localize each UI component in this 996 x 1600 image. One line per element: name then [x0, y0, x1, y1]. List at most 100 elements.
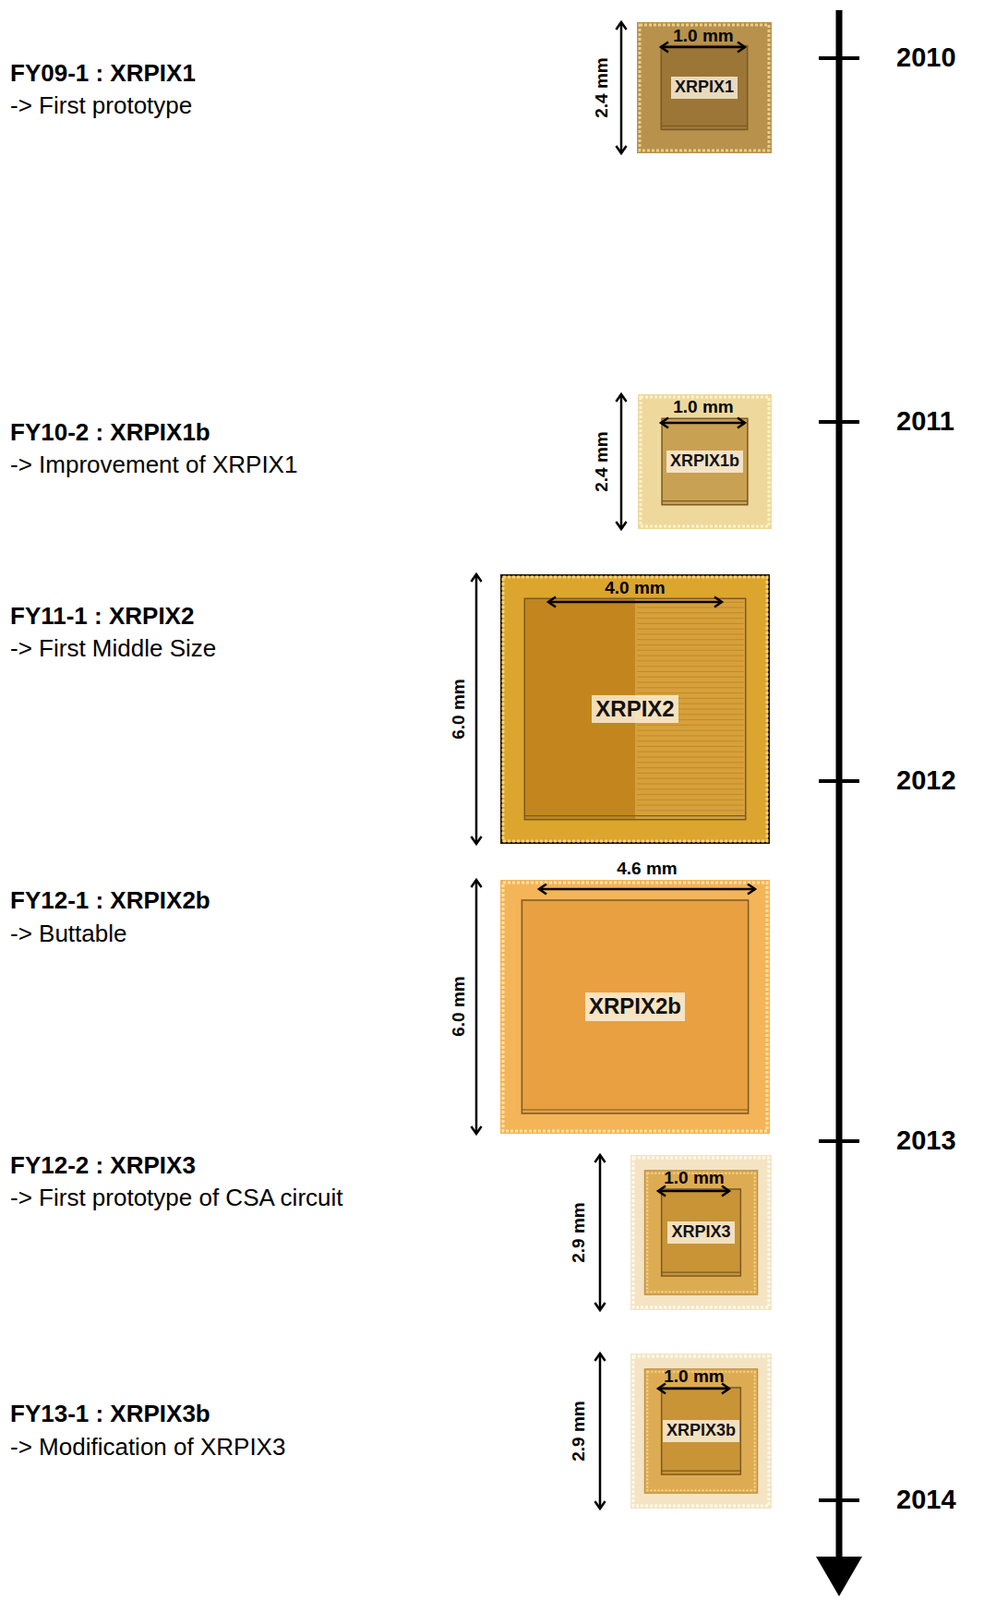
readout-bus [521, 1108, 748, 1110]
year-tick [818, 1139, 860, 1143]
pixel-row [636, 788, 744, 790]
dimension-arrowhead [660, 41, 669, 52]
pixel-row [636, 671, 744, 672]
dimension-arrowhead [470, 879, 481, 888]
bond-pad-ring [639, 24, 769, 151]
bond-pad-ring [647, 1371, 755, 1490]
pixel-row [636, 730, 744, 732]
pixel-row [636, 734, 744, 736]
pixel-array-frame [524, 598, 745, 819]
dimension-line [599, 1154, 602, 1310]
pixel-row [636, 682, 744, 684]
pixel-row [636, 724, 744, 726]
dimension-arrowhead [548, 596, 556, 607]
pixel-array-frame [521, 900, 748, 1114]
dimension-label: 2.4 mm [591, 431, 612, 492]
pixel-row [636, 665, 744, 667]
year-label: 2013 [896, 1125, 957, 1156]
chip-die: XRPIX2 [500, 574, 770, 844]
pixel-row [636, 799, 744, 801]
dimension-arrowhead [539, 883, 547, 894]
timeline-arrowhead [816, 1556, 863, 1596]
dimension-arrowhead [615, 394, 626, 402]
dimension-line [620, 394, 624, 529]
readout-bus [661, 1271, 742, 1272]
chip-body [637, 394, 772, 529]
readout-bus [661, 1469, 742, 1471]
dimension-line [660, 421, 745, 425]
pixel-row [636, 761, 744, 763]
dimension-arrowhead [615, 145, 626, 154]
pixel-row [636, 745, 744, 747]
chip-name: XRPIX3b [662, 1419, 740, 1442]
bond-pad-ring [647, 1173, 755, 1292]
chip-body [636, 22, 772, 154]
pixel-array [661, 1188, 742, 1276]
chip-die-area [644, 1170, 757, 1295]
dimension-arrowhead [615, 521, 626, 529]
dimension-line [599, 1353, 602, 1509]
pixel-row [636, 612, 744, 613]
year-label: 2014 [896, 1484, 957, 1515]
pixel-row [636, 607, 744, 609]
year-label: 2011 [896, 406, 955, 437]
dimension-arrow [539, 883, 756, 894]
dimension-arrowhead [747, 883, 756, 894]
pixel-row [636, 633, 744, 635]
bond-pad-ring [640, 396, 769, 527]
readout-bus [660, 125, 747, 127]
dimension-arrow [470, 879, 481, 1134]
dimension-label: 1.0 mm [663, 1366, 724, 1387]
chip-name: XRPIX2b [585, 992, 685, 1021]
year-tick [818, 1498, 860, 1502]
dimension-label: 2.4 mm [591, 57, 612, 118]
chip-name: XRPIX1 [671, 76, 738, 99]
pixel-row [636, 751, 744, 753]
pixel-row [636, 649, 744, 651]
dimension-arrowhead [721, 1185, 730, 1196]
year-tick [818, 779, 860, 783]
chip-version: FY13-1 : XRPIX3b [10, 1400, 211, 1428]
pixel-array [660, 46, 747, 131]
dimension-arrowhead [594, 1154, 605, 1163]
chip-note: -> First prototype of CSA circuit [10, 1184, 344, 1212]
dimension-arrowhead [594, 1353, 605, 1361]
dimension-arrow [615, 22, 626, 154]
year-label: 2010 [896, 42, 957, 73]
chip-body [500, 574, 770, 844]
pixel-row [636, 778, 744, 780]
chip-note: -> Modification of XRPIX3 [10, 1433, 286, 1462]
chip-name: XRPIX1b [666, 450, 744, 473]
pixel-row [636, 676, 744, 678]
dimension-arrow [594, 1154, 605, 1310]
bond-pad-ring [503, 882, 768, 1131]
dimension-line [475, 879, 479, 1134]
pixel-row [636, 783, 744, 785]
pixel-row [636, 628, 744, 630]
dimension-arrow [470, 574, 481, 844]
dimension-arrowhead [660, 417, 669, 428]
chip-version: FY09-1 : XRPIX1 [10, 60, 196, 88]
dimension-label: 2.9 mm [568, 1400, 589, 1461]
pixel-row [636, 655, 744, 657]
chip-die: XRPIX2b [500, 879, 770, 1134]
pixel-row [636, 686, 744, 688]
dimension-line [539, 888, 756, 891]
dimension-arrow [594, 1353, 605, 1509]
dimension-line [658, 1189, 730, 1193]
pixel-array-frame [661, 1188, 742, 1276]
dimension-arrowhead [737, 41, 745, 52]
chip-body [500, 879, 770, 1134]
dimension-arrow [658, 1185, 730, 1196]
pixel-row [636, 692, 744, 694]
pixel-row [636, 740, 744, 742]
chip-body [630, 1154, 772, 1310]
chip-version: FY11-1 : XRPIX2 [10, 602, 194, 631]
dimension-label: 1.0 mm [672, 25, 733, 47]
readout-bus [661, 500, 748, 502]
dimension-arrowhead [658, 1185, 666, 1196]
pixel-row [636, 772, 744, 774]
dimension-arrow [615, 394, 626, 529]
dimension-label: 2.9 mm [568, 1201, 589, 1262]
